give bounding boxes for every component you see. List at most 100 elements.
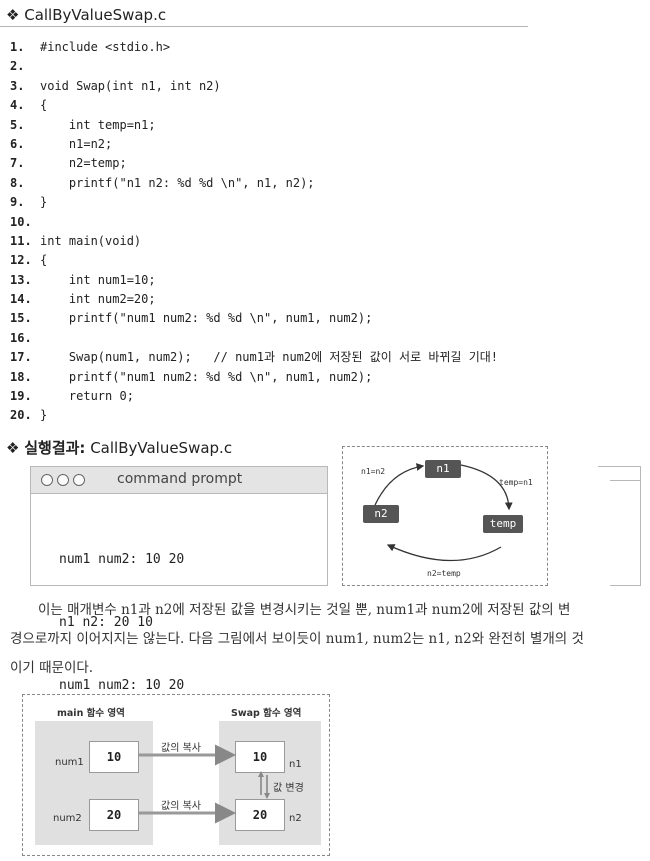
terminal-output: num1 num2: 10 20 n1 n2: 20 10 num1 num2:… [59, 507, 184, 738]
line-number: 17. [10, 350, 32, 365]
n2-value: 20 [235, 799, 285, 831]
line-number: 20. [10, 408, 32, 423]
line-number: 10. [10, 214, 32, 229]
paragraph-line: 이기 때문이다. [10, 660, 94, 676]
copy-arrows [139, 744, 270, 824]
code-line: 4. { [10, 96, 610, 115]
num2-label: num2 [53, 813, 82, 824]
swap-cycle-diagram: n1 n2 temp n1=n2 temp=n1 n2=temp [342, 446, 548, 586]
main-region-title: main 함수 영역 [57, 708, 125, 719]
line-number: 19. [10, 389, 32, 404]
copy-label-2: 값의 복사 [161, 801, 201, 812]
code-text: #include <stdio.h> [40, 40, 171, 54]
code-text: } [40, 195, 48, 210]
code-line: 18. printf("num1 num2: %d %d \n", num1, … [10, 368, 610, 387]
line-number: 1. [10, 40, 25, 54]
output-line: num1 num2: 10 20 [59, 678, 185, 693]
code-text: int num1=10; [40, 272, 156, 287]
code-line: 7. n2=temp; [10, 154, 610, 173]
code-text: int num2=20; [40, 292, 156, 307]
command-prompt-window: command prompt num1 num2: 10 20 n1 n2: 2… [30, 466, 328, 693]
cycle-arrows [374, 463, 513, 562]
n2-label: n2 [289, 813, 302, 824]
window-close-icon [41, 474, 53, 486]
code-line: 16. [10, 329, 610, 348]
n1-label: n1 [289, 759, 302, 770]
listing-title: ❖ CallByValueSwap.c [6, 6, 167, 24]
num1-label: num1 [55, 757, 84, 768]
code-line: 5. int temp=n1; [10, 116, 610, 135]
code-line: 15. printf("num1 num2: %d %d \n", num1, … [10, 309, 610, 328]
result-heading: ❖ 실행결과: CallByValueSwap.c [6, 437, 232, 458]
code-line: 8. printf("n1 n2: %d %d \n", n1, n2); [10, 174, 610, 193]
line-number: 12. [10, 253, 32, 268]
result-file: CallByValueSwap.c [85, 439, 233, 457]
code-text: } [40, 408, 48, 423]
num1-value: 10 [89, 741, 139, 773]
n1-value: 10 [235, 741, 285, 773]
code-text: Swap(num1, num2); // num1과 num2에 저장된 값이 … [40, 350, 498, 365]
code-text: void Swap(int n1, int n2) [40, 78, 221, 93]
window-minimize-icon [57, 474, 69, 486]
code-line: 13. int num1=10; [10, 271, 610, 290]
edge-label-n2temp: n2=temp [427, 569, 461, 578]
code-text: printf("n1 n2: %d %d \n", n1, n2); [40, 175, 315, 190]
code-line: 1. #include <stdio.h> [10, 38, 610, 57]
code-line: 10. [10, 213, 610, 232]
line-number: 14. [10, 292, 32, 307]
line-number: 7. [10, 156, 25, 171]
code-listing: 1. #include <stdio.h> 2. 3. void Swap(int n1… [10, 38, 610, 426]
line-number: 9. [10, 195, 25, 210]
code-line: 20.} [10, 406, 610, 425]
code-text: printf("num1 num2: %d %d \n", num1, num2… [40, 311, 373, 326]
node-n1: n1 [425, 460, 461, 478]
line-number: 8. [10, 175, 25, 190]
swap-region-title: Swap 함수 영역 [231, 708, 302, 719]
window-title: command prompt [117, 471, 243, 487]
code-text: int main(void) [40, 233, 142, 248]
result-label: 실행결과: [24, 439, 86, 457]
code-line: 12. { [10, 251, 610, 270]
result-prefix: ❖ [6, 439, 25, 457]
line-number: 2. [10, 59, 25, 74]
paragraph-line: 이는 매개변수 n1과 n2에 저장된 값을 변경시키는 것일 뿐, num1과… [38, 602, 571, 618]
code-line: 2. [10, 57, 610, 76]
line-number: 5. [10, 117, 25, 132]
line-number: 4. [10, 98, 25, 113]
code-line: 11. int main(void) [10, 232, 610, 251]
code-line: 3. void Swap(int n1, int n2) [10, 77, 610, 96]
line-number: 15. [10, 311, 32, 326]
code-text: { [40, 98, 48, 113]
memory-diagram: main 함수 영역 Swap 함수 영역 10 num1 20 num2 10… [22, 694, 330, 856]
line-number: 16. [10, 330, 32, 345]
line-number: 11. [10, 233, 32, 248]
code-text: printf("num1 num2: %d %d \n", num1, num2… [40, 369, 373, 384]
paragraph-line: 경으로까지 이어지지는 않는다. 다음 그림에서 보이듯이 num1, num2… [10, 631, 584, 647]
line-number: 3. [10, 78, 25, 93]
num2-value: 20 [89, 799, 139, 831]
code-line: 14. int num2=20; [10, 290, 610, 309]
window-maximize-icon [73, 474, 85, 486]
change-label: 값 변경 [273, 783, 304, 794]
title-divider [0, 26, 528, 27]
window-title-bar: command prompt [31, 467, 327, 494]
line-number: 18. [10, 369, 32, 384]
edge-label-n1n2: n1=n2 [361, 467, 386, 476]
line-number: 6. [10, 136, 25, 151]
code-text: n2=temp; [40, 156, 127, 171]
code-text: { [40, 253, 48, 268]
code-line: 9.} [10, 193, 610, 212]
code-text: n1=n2; [40, 136, 113, 151]
code-text: int temp=n1; [40, 117, 156, 132]
output-line: num1 num2: 10 20 [59, 552, 185, 567]
code-line: 6. n1=n2; [10, 135, 610, 154]
window-frame-edge [598, 466, 641, 493]
node-n2: n2 [363, 505, 399, 523]
copy-label-1: 값의 복사 [161, 743, 201, 754]
node-temp: temp [483, 515, 523, 533]
output-line: n1 n2: 20 10 [59, 615, 153, 630]
code-line: 17. Swap(num1, num2); // num1과 num2에 저장된… [10, 348, 610, 367]
edge-label-temp: temp=n1 [499, 478, 533, 487]
code-text: return 0; [40, 389, 134, 404]
line-number: 13. [10, 272, 32, 287]
